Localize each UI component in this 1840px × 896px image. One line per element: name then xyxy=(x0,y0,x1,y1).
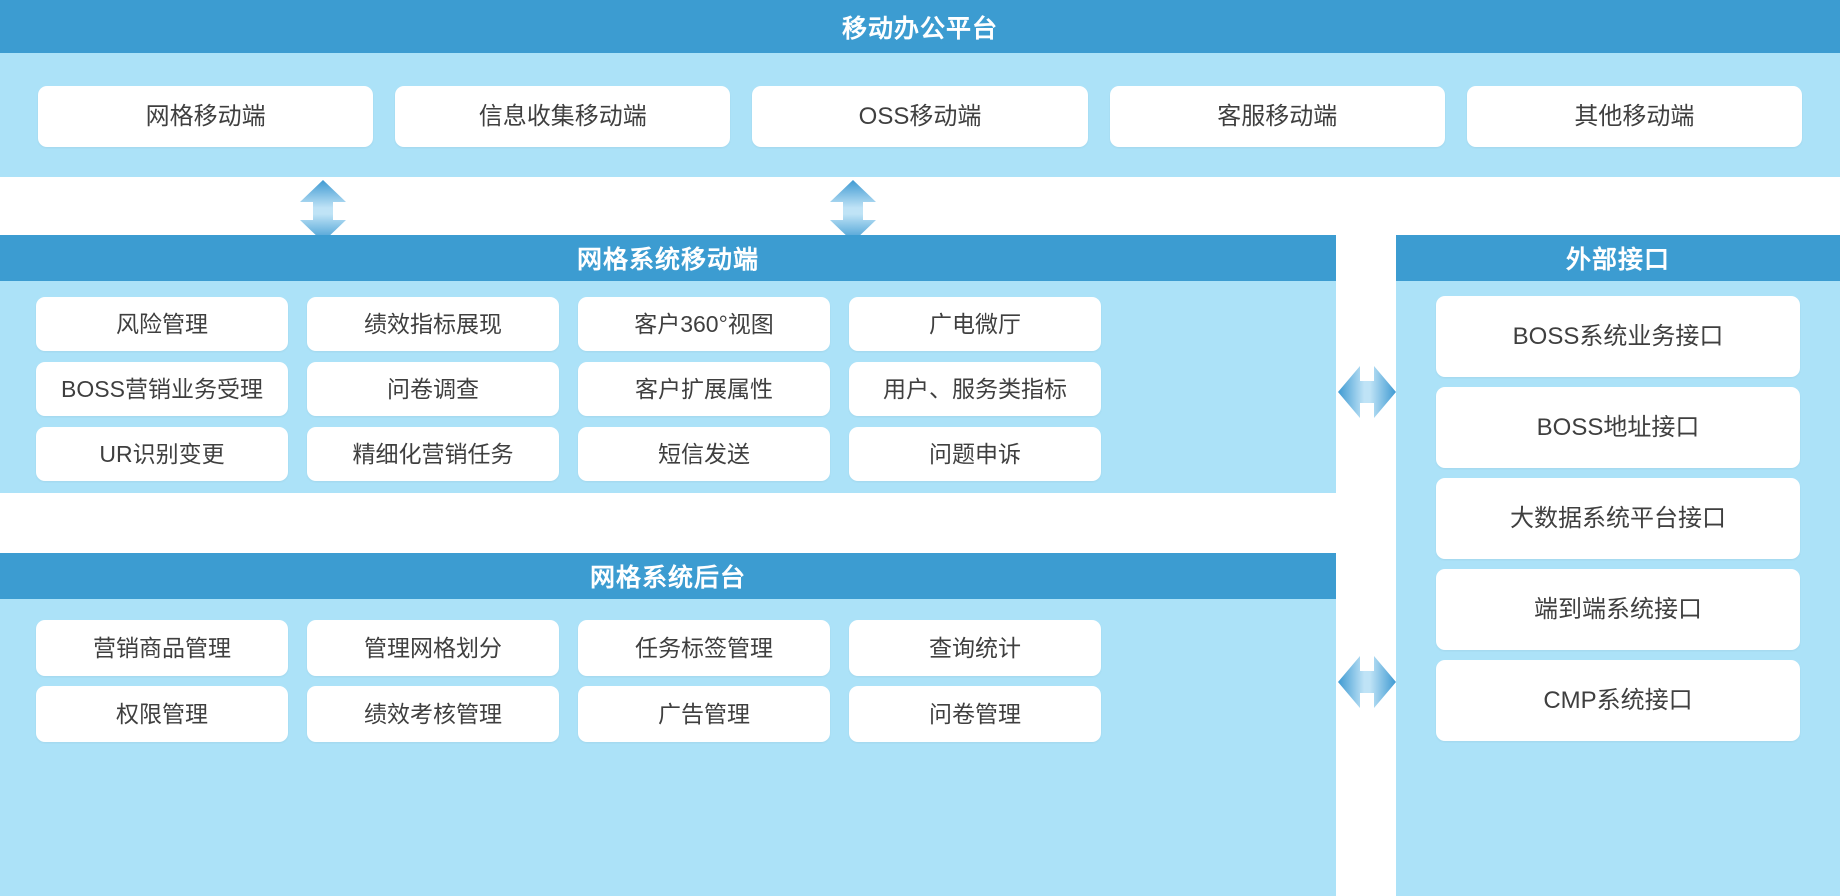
vertical-double-arrow-right-icon xyxy=(830,180,876,242)
mobile-module-item[interactable]: BOSS营销业务受理 xyxy=(36,362,288,416)
external-interface-title: 外部接口 xyxy=(1565,246,1670,274)
backend-module-item[interactable]: 问卷管理 xyxy=(849,686,1101,742)
platform-client-item[interactable]: OSS移动端 xyxy=(752,86,1088,147)
mobile-system-title: 网格系统移动端 xyxy=(576,246,759,274)
platform-title-bar: 移动办公平台 xyxy=(0,0,1840,53)
mobile-system-title-bar: 网格系统移动端 xyxy=(0,235,1336,281)
horizontal-double-arrow-mobile-icon xyxy=(1338,366,1396,418)
external-interface-list: BOSS系统业务接口 BOSS地址接口 大数据系统平台接口 端到端系统接口 CM… xyxy=(1436,296,1800,741)
mobile-module-item[interactable]: 绩效指标展现 xyxy=(307,297,559,351)
backend-system-title: 网格系统后台 xyxy=(589,564,746,592)
vertical-double-arrow-left-icon xyxy=(300,180,346,242)
mobile-module-item[interactable]: 客户扩展属性 xyxy=(578,362,830,416)
backend-module-item[interactable]: 营销商品管理 xyxy=(36,620,288,676)
platform-client-item[interactable]: 其他移动端 xyxy=(1466,86,1803,147)
mobile-module-item[interactable]: 问题申诉 xyxy=(849,427,1101,481)
mobile-module-item[interactable]: UR识别变更 xyxy=(36,427,288,481)
platform-client-list: 网格移动端 信息收集移动端 OSS移动端 客服移动端 其他移动端 xyxy=(38,86,1803,147)
backend-module-item[interactable]: 查询统计 xyxy=(849,620,1101,676)
mobile-module-item[interactable]: 广电微厅 xyxy=(849,297,1101,351)
mobile-system-module-grid: 风险管理 绩效指标展现 客户360°视图 广电微厅 BOSS营销业务受理 问卷调… xyxy=(36,297,1304,481)
backend-module-item[interactable]: 任务标签管理 xyxy=(578,620,830,676)
external-interface-item[interactable]: BOSS系统业务接口 xyxy=(1436,296,1800,377)
platform-client-item[interactable]: 信息收集移动端 xyxy=(395,86,731,147)
external-interface-title-bar: 外部接口 xyxy=(1396,235,1840,281)
mobile-module-item[interactable]: 短信发送 xyxy=(578,427,830,481)
mobile-module-item[interactable]: 精细化营销任务 xyxy=(307,427,559,481)
mobile-module-item[interactable]: 用户、服务类指标 xyxy=(849,362,1101,416)
platform-title: 移动办公平台 xyxy=(841,14,998,43)
horizontal-double-arrow-backend-icon xyxy=(1338,656,1396,708)
external-interface-item[interactable]: CMP系统接口 xyxy=(1436,660,1800,741)
backend-module-item[interactable]: 管理网格划分 xyxy=(307,620,559,676)
backend-module-item[interactable]: 权限管理 xyxy=(36,686,288,742)
backend-module-item[interactable]: 广告管理 xyxy=(578,686,830,742)
backend-system-title-bar: 网格系统后台 xyxy=(0,553,1336,599)
platform-client-item[interactable]: 客服移动端 xyxy=(1109,86,1445,147)
platform-client-item[interactable]: 网格移动端 xyxy=(38,86,374,147)
backend-module-item[interactable]: 绩效考核管理 xyxy=(307,686,559,742)
external-interface-item[interactable]: BOSS地址接口 xyxy=(1436,387,1800,468)
mobile-module-item[interactable]: 问卷调查 xyxy=(307,362,559,416)
mobile-module-item[interactable]: 客户360°视图 xyxy=(578,297,830,351)
external-interface-item[interactable]: 大数据系统平台接口 xyxy=(1436,478,1800,559)
backend-system-module-grid: 营销商品管理 管理网格划分 任务标签管理 查询统计 权限管理 绩效考核管理 广告… xyxy=(36,620,1304,742)
mobile-module-item[interactable]: 风险管理 xyxy=(36,297,288,351)
external-interface-item[interactable]: 端到端系统接口 xyxy=(1436,569,1800,650)
